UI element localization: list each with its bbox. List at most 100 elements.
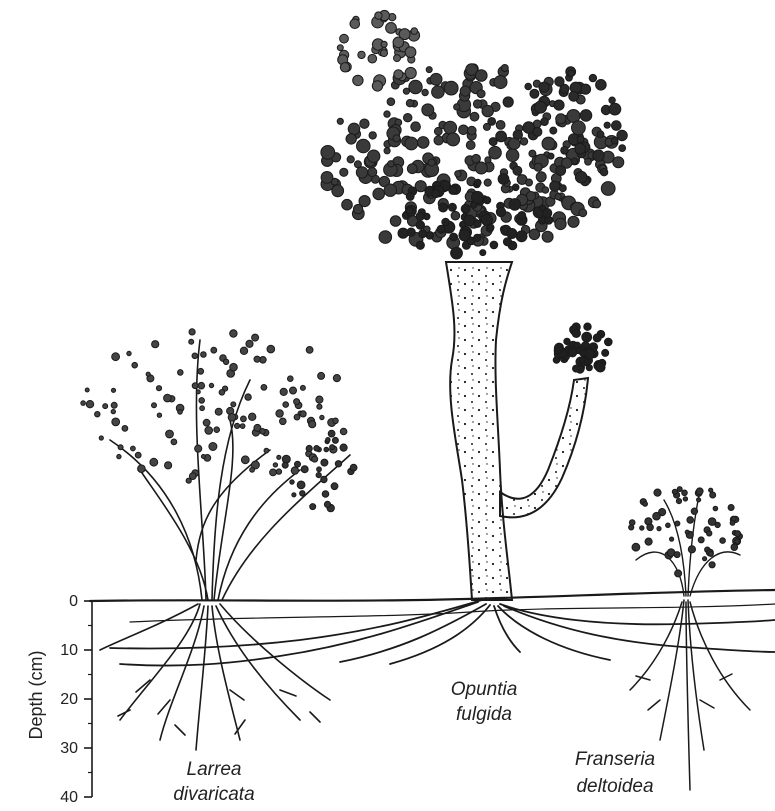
franseria-leaf (675, 521, 680, 526)
opuntia-joint (513, 166, 522, 175)
opuntia-joint (507, 229, 517, 239)
opuntia-joint (461, 204, 470, 213)
opuntia-joint (597, 131, 604, 138)
franseria-leaf (708, 551, 713, 556)
opuntia-joint (353, 204, 362, 213)
larrea-label-genus: Larrea (187, 759, 242, 780)
opuntia-joint (422, 104, 434, 116)
larrea-leaf (146, 372, 150, 376)
franseria-leaf (632, 543, 640, 551)
opuntia-joint (482, 105, 493, 116)
larrea-leaf (112, 353, 120, 361)
opuntia-joint (480, 250, 486, 256)
larrea-leaf (209, 443, 217, 451)
opuntia-joint (459, 230, 470, 241)
franseria-leaf (674, 552, 680, 558)
opuntia-label-species: fulgida (456, 704, 512, 725)
larrea-leaf (294, 414, 300, 420)
larrea-leaf (231, 402, 236, 407)
franseria-leaf (730, 521, 735, 526)
opuntia-tip-joint (573, 365, 580, 372)
opuntia-joint (530, 89, 539, 98)
opuntia-joint (572, 121, 586, 135)
opuntia-joint (585, 158, 592, 165)
opuntia-joint (472, 191, 484, 203)
depth-tick-label: 30 (60, 740, 78, 757)
opuntia-joint (619, 145, 626, 152)
larrea-leaf (152, 341, 159, 348)
opuntia-joint (444, 81, 458, 95)
opuntia-joint (416, 221, 424, 229)
larrea-leaf (240, 347, 247, 354)
larrea-leaf (165, 462, 172, 469)
opuntia-joint (417, 137, 429, 149)
opuntia-joint (393, 37, 404, 48)
depth-tick-label: 20 (60, 691, 78, 708)
larrea-leaf (321, 459, 328, 466)
depth-axis-title: Depth (cm) (26, 650, 46, 739)
franseria-leaf (697, 498, 701, 502)
larrea-leaf (264, 448, 269, 453)
opuntia-tip-joint (580, 350, 587, 357)
opuntia-joint (369, 132, 376, 139)
larrea-leaf (280, 418, 287, 425)
larrea-leaf (250, 467, 255, 472)
larrea-leaf (316, 473, 321, 478)
larrea-leaf (318, 372, 325, 379)
larrea-leaf (324, 501, 330, 507)
opuntia-joint (613, 157, 624, 168)
opuntia-tip-joint (602, 349, 609, 356)
franseria-leaf (732, 516, 736, 520)
opuntia-joint (346, 134, 356, 144)
larrea-leaf (198, 382, 205, 389)
opuntia-joint (580, 84, 590, 94)
larrea-leaf (288, 376, 294, 382)
opuntia-joint (340, 63, 349, 72)
larrea-leaf (189, 339, 194, 344)
opuntia-joint (589, 74, 596, 81)
larrea-leaf (246, 340, 253, 347)
larrea-leaf (209, 383, 213, 387)
larrea-leaf (192, 383, 198, 389)
ground-surface-line (90, 590, 775, 601)
larrea-plant (81, 329, 357, 750)
opuntia-joint (535, 101, 547, 113)
opuntia-tip-joint (586, 365, 592, 371)
opuntia-joint (506, 149, 519, 162)
larrea-leaf (252, 334, 259, 341)
larrea-leaf (301, 466, 308, 473)
opuntia-joint (373, 188, 385, 200)
franseria-leaf (677, 487, 682, 492)
opuntia-joint (555, 218, 566, 229)
franseria-leaf (666, 523, 671, 528)
larrea-leaf (312, 456, 318, 462)
larrea-leaf (270, 469, 277, 476)
opuntia-joint (470, 112, 479, 121)
larrea-leaf (241, 456, 249, 464)
opuntia-joint (550, 181, 560, 191)
opuntia-joint (593, 150, 604, 161)
opuntia-joint (368, 54, 377, 63)
larrea-leaf (260, 429, 266, 435)
opuntia-joint (384, 148, 390, 154)
opuntia-joint (543, 209, 552, 218)
opuntia-joint (580, 110, 592, 122)
larrea-leaf (111, 402, 117, 408)
larrea-leaf (189, 329, 195, 335)
larrea-leaf (324, 447, 329, 452)
franseria-leaf (685, 530, 689, 534)
larrea-leaf (330, 445, 335, 450)
opuntia-joint (405, 137, 418, 150)
opuntia-joint (611, 138, 618, 145)
larrea-leaf (300, 491, 305, 496)
opuntia-joint (394, 55, 401, 62)
larrea-leaf (332, 437, 338, 443)
franseria-label-genus: Franseria (575, 749, 655, 770)
opuntia-joint (489, 146, 502, 159)
opuntia-tip-joint (584, 323, 591, 330)
franseria-leaf (683, 497, 687, 501)
opuntia-joint (526, 179, 533, 186)
larrea-leaf (122, 426, 128, 432)
opuntia-joint (372, 81, 382, 91)
franseria-leaf (672, 489, 677, 494)
